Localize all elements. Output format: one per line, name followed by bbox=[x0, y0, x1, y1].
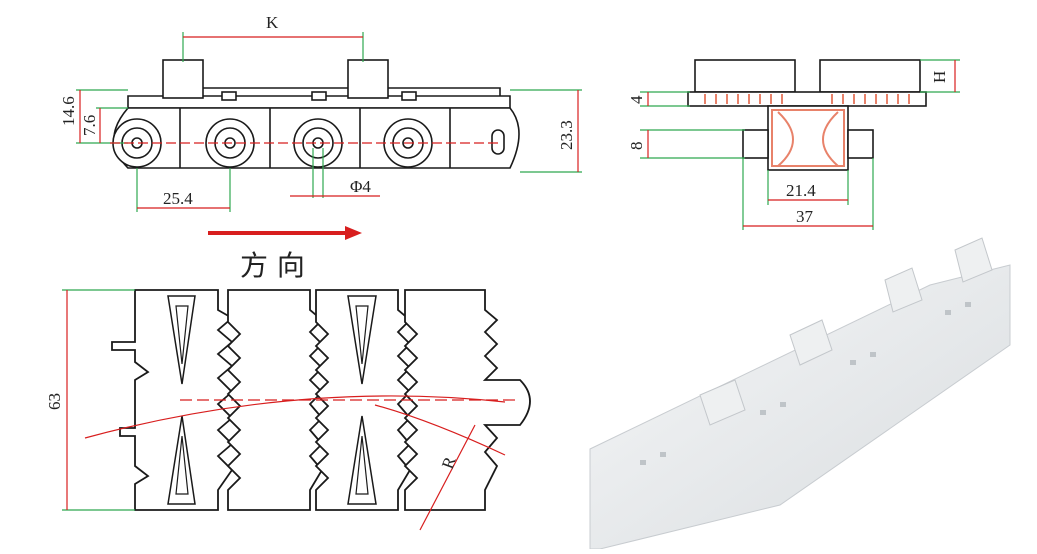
direction-indicator: 方 向 bbox=[208, 226, 362, 282]
dim-37-label: 37 bbox=[796, 207, 814, 226]
side-view-labels: K 14.6 7.6 23.3 25.4 Φ4 bbox=[59, 13, 576, 208]
side-view-dimensions bbox=[76, 32, 582, 212]
dim-23-3-label: 23.3 bbox=[557, 120, 576, 150]
dim-h-label: H bbox=[930, 71, 949, 83]
top-link-3 bbox=[314, 289, 412, 511]
end-base-strip bbox=[687, 91, 927, 107]
dim-21-4-label: 21.4 bbox=[786, 181, 816, 200]
end-pin-left bbox=[742, 129, 769, 159]
side-lug-left bbox=[162, 59, 204, 99]
end-plate-left bbox=[694, 59, 796, 93]
dim-7-6-label: 7.6 bbox=[80, 115, 99, 136]
end-view-labels: H 4 8 21.4 37 bbox=[627, 71, 949, 226]
end-pin-right bbox=[847, 129, 874, 159]
end-view-dimensions bbox=[640, 59, 960, 230]
dim-14-6-label: 14.6 bbox=[59, 96, 78, 126]
dim-phi4-label: Φ4 bbox=[350, 177, 371, 196]
top-link-1 bbox=[111, 289, 234, 511]
top-view-dimensions bbox=[62, 289, 520, 531]
dim-63-label: 63 bbox=[45, 393, 64, 410]
top-view bbox=[111, 289, 531, 511]
end-plate-right bbox=[819, 59, 921, 93]
direction-arrow-icon bbox=[345, 226, 362, 240]
dim-k-label: K bbox=[266, 13, 279, 32]
dim-8-label: 8 bbox=[627, 142, 646, 151]
end-view bbox=[687, 59, 927, 171]
dim-4-label: 4 bbox=[627, 95, 646, 104]
side-lug-right bbox=[347, 59, 389, 99]
direction-label: 方 向 bbox=[240, 249, 305, 282]
chain-photo bbox=[589, 237, 1011, 550]
side-view bbox=[112, 59, 520, 169]
end-center-block bbox=[767, 105, 849, 171]
top-link-4 bbox=[403, 289, 531, 511]
dim-25-4-label: 25.4 bbox=[163, 189, 193, 208]
